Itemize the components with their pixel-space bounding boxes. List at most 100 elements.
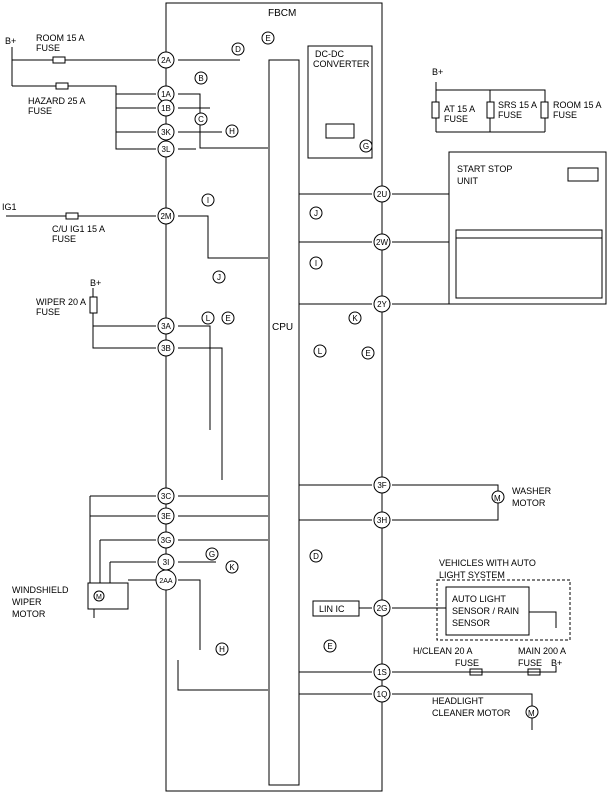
start-stop-label-1: START STOP — [457, 164, 512, 174]
ref-bubble-d — [309, 549, 323, 563]
ref-label-g: G — [209, 550, 215, 559]
cpu-block — [268, 59, 300, 786]
ref-label-j: J — [314, 209, 318, 218]
terminal-group: 2A1A1B3K3L2M3A3B3C3E3G3I2AA2U2W2Y3F3H2G1… — [155, 51, 391, 703]
ref-bubble-j — [212, 270, 226, 284]
ref-bubble-l — [313, 344, 327, 358]
hazard25-fuse-label-2: FUSE — [28, 106, 52, 116]
ref-bubble-i — [309, 256, 323, 270]
start-stop-unit — [448, 151, 607, 305]
terminal-2aa — [155, 569, 177, 591]
washer-label-1: WASHER — [512, 486, 552, 496]
terminal-label-2w: 2W — [376, 238, 388, 247]
headlight-cleaner-motor-m: M — [528, 709, 535, 718]
bplus-label: B+ — [5, 36, 16, 46]
auto-light-sensor-box — [445, 586, 530, 636]
ref-label-c: C — [198, 115, 204, 124]
terminal-label-3b: 3B — [161, 344, 171, 353]
ref-label-h: H — [219, 645, 225, 654]
ref-bubble-k — [225, 560, 239, 574]
auto-light-header-1: VEHICLES WITH AUTO — [439, 558, 536, 568]
ref-label-l: L — [318, 347, 323, 356]
ref-label-e: E — [265, 34, 270, 43]
terminal-3f — [373, 476, 391, 494]
terminal-2m — [157, 207, 175, 225]
ref-label-k: K — [352, 314, 358, 323]
terminal-3l — [157, 140, 175, 158]
cu-ig1-fuse-label-1: C/U IG1 15 A — [52, 224, 105, 234]
dcdc-converter-box — [307, 45, 373, 159]
at15-fuse-label-2: FUSE — [444, 114, 468, 124]
ssu-relay-group — [455, 237, 603, 299]
terminal-label-3h: 3H — [377, 516, 387, 525]
ref-bubble-e — [361, 346, 375, 360]
dcdc-inner-block — [325, 123, 355, 139]
terminal-label-2g: 2G — [377, 604, 388, 613]
main200-fuse-label-1: MAIN 200 A — [518, 646, 566, 656]
terminal-2g — [373, 599, 391, 617]
ref-bubble-h — [225, 124, 239, 138]
ref-label-d: D — [235, 45, 241, 54]
ref-label-e: E — [225, 314, 230, 323]
auto-light-label-1: AUTO LIGHT — [452, 594, 506, 604]
wiper20-fuse-label-1: WIPER 20 A — [36, 297, 86, 307]
terminal-label-3k: 3K — [161, 128, 171, 137]
hclean-bplus-label: B+ — [551, 658, 562, 668]
terminal-3k — [157, 123, 175, 141]
terminal-3b — [157, 339, 175, 357]
headlight-cleaner-label-2: CLEANER MOTOR — [432, 708, 511, 718]
auto-light-region — [436, 579, 571, 641]
ref-label-h: H — [229, 127, 235, 136]
room15-ssu-fuse — [540, 101, 549, 119]
cu-ig1-fuse — [65, 212, 79, 220]
ref-bubble-j — [309, 206, 323, 220]
room15-ssu-fuse-label-1: ROOM 15 A — [553, 100, 602, 110]
terminal-label-2aa: 2AA — [159, 578, 173, 585]
terminal-3c — [157, 487, 175, 505]
wiper20-fuse — [89, 296, 98, 314]
windshield-label-3: MOTOR — [12, 609, 46, 619]
terminal-label-2m: 2M — [160, 212, 171, 221]
hazard25-fuse-label-1: HAZARD 25 A — [28, 96, 86, 106]
ref-bubble-g — [205, 547, 219, 561]
hclean-fuse-label-2: FUSE — [455, 658, 479, 668]
ref-label-e: E — [327, 642, 332, 651]
ref-label-j: J — [217, 273, 221, 282]
start-stop-label-2: UNIT — [457, 176, 478, 186]
terminal-label-3a: 3A — [161, 322, 171, 331]
windshield-motor-symbol — [93, 590, 105, 602]
terminal-1b — [157, 99, 175, 117]
terminal-label-2y: 2Y — [377, 300, 387, 309]
hclean-fuse-label-1: H/CLEAN 20 A — [413, 646, 473, 656]
terminal-label-1q: 1Q — [377, 690, 388, 699]
ref-bubble-l — [201, 311, 215, 325]
ref-bubble-b — [194, 71, 208, 85]
ref-bubble-e — [221, 311, 235, 325]
dcdc-label-1: DC-DC — [315, 49, 344, 59]
srs15-fuse-label-2: FUSE — [498, 110, 522, 120]
room15-fuse — [52, 56, 66, 64]
at15-fuse-label-1: AT 15 A — [444, 104, 475, 114]
terminal-label-2u: 2U — [377, 190, 387, 199]
auto-light-label-3: SENSOR — [452, 618, 491, 628]
terminal-label-3c: 3C — [161, 492, 171, 501]
headlight-cleaner-label-1: HEADLIGHT — [432, 696, 484, 706]
ssu-connector-row — [455, 229, 603, 239]
windshield-label-2: WIPER — [12, 597, 42, 607]
room15-fuse-label-1: ROOM 15 A — [36, 33, 85, 43]
cpu-label: CPU — [272, 322, 293, 333]
terminal-label-1s: 1S — [377, 668, 387, 677]
terminal-label-3g: 3G — [161, 536, 172, 545]
terminal-label-2a: 2A — [161, 56, 171, 65]
ref-bubble-i — [201, 193, 215, 207]
terminal-2a — [157, 51, 175, 69]
hazard25-fuse — [55, 82, 69, 90]
terminal-3g — [157, 531, 175, 549]
ref-bubble-e — [323, 639, 337, 653]
ref-label-g: G — [363, 142, 369, 151]
ref-bubble-k — [348, 311, 362, 325]
ref-bubble-d — [231, 42, 245, 56]
